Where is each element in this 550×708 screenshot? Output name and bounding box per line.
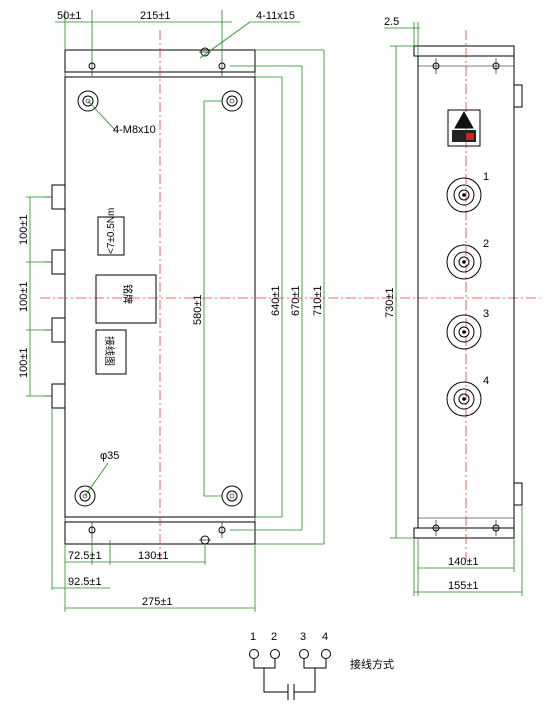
side-flange-top (413, 45, 515, 57)
terminal-number-4: 4 (483, 375, 489, 387)
wiring-number-2: 2 (271, 631, 277, 643)
dim-height-670: 670±1 (290, 285, 302, 316)
thread-holes (74, 90, 243, 507)
dim-bottom-130: 130±1 (138, 550, 169, 562)
dim-pitch-1: 100±1 (18, 214, 30, 245)
dim-top-offset: 50±1 (57, 10, 81, 22)
dim-side-140: 140±1 (448, 556, 479, 568)
dim-bottom-72: 72.5±1 (68, 550, 102, 562)
dim-bottom-92: 92.5±1 (68, 576, 102, 588)
wiring-number-3: 3 (300, 631, 306, 643)
front-dimensions: 50±1 215±1 4-11x15 4-M8x10 100±1 100±1 1… (18, 10, 325, 612)
dim-height-640: 640±1 (270, 285, 282, 316)
dim-flange: 2.5 (384, 16, 399, 28)
side-dimensions: 2.5 730±1 140±1 155±1 (384, 16, 523, 596)
dim-pitch-3: 100±1 (18, 347, 30, 378)
wiring-number-4: 4 (322, 631, 328, 643)
terminal-number-1: 1 (483, 171, 489, 183)
wiring-caption: 接线方式 (350, 657, 394, 671)
dim-thread-holes: 4-M8x10 (113, 124, 156, 136)
warning-triangle-icon (454, 110, 474, 129)
torque-label: <7±0.5Nm (106, 208, 117, 254)
dim-pitch-2: 100±1 (18, 281, 30, 312)
wiring-number-1: 1 (250, 631, 256, 643)
side-flange-bottom (413, 527, 515, 539)
dim-top-span: 215±1 (140, 10, 171, 22)
dim-height-710: 710±1 (312, 285, 324, 316)
nameplate-box (95, 274, 157, 324)
warning-label (447, 109, 481, 147)
wiring-label-box (95, 329, 127, 375)
nameplate-label: 铭牌 (121, 284, 134, 304)
dim-side-155: 155±1 (448, 580, 479, 592)
slot-holes (88, 47, 226, 545)
torque-label-box (97, 216, 125, 256)
dim-diameter: φ35 (100, 450, 119, 462)
wiring-diagram: 1 2 3 4 接线方式 (249, 631, 394, 700)
terminal-number-2: 2 (483, 238, 489, 250)
dim-slot-holes: 4-11x15 (256, 10, 295, 22)
wiring-label: 接线图 (103, 336, 116, 366)
front-terminals (44, 184, 66, 409)
side-terminals (446, 177, 482, 417)
dim-height-580: 580±1 (192, 294, 204, 325)
dim-side-height: 730±1 (384, 287, 396, 318)
terminal-number-3: 3 (483, 308, 489, 320)
dim-width-275: 275±1 (142, 596, 173, 608)
side-view: 1 2 3 4 (413, 30, 523, 560)
